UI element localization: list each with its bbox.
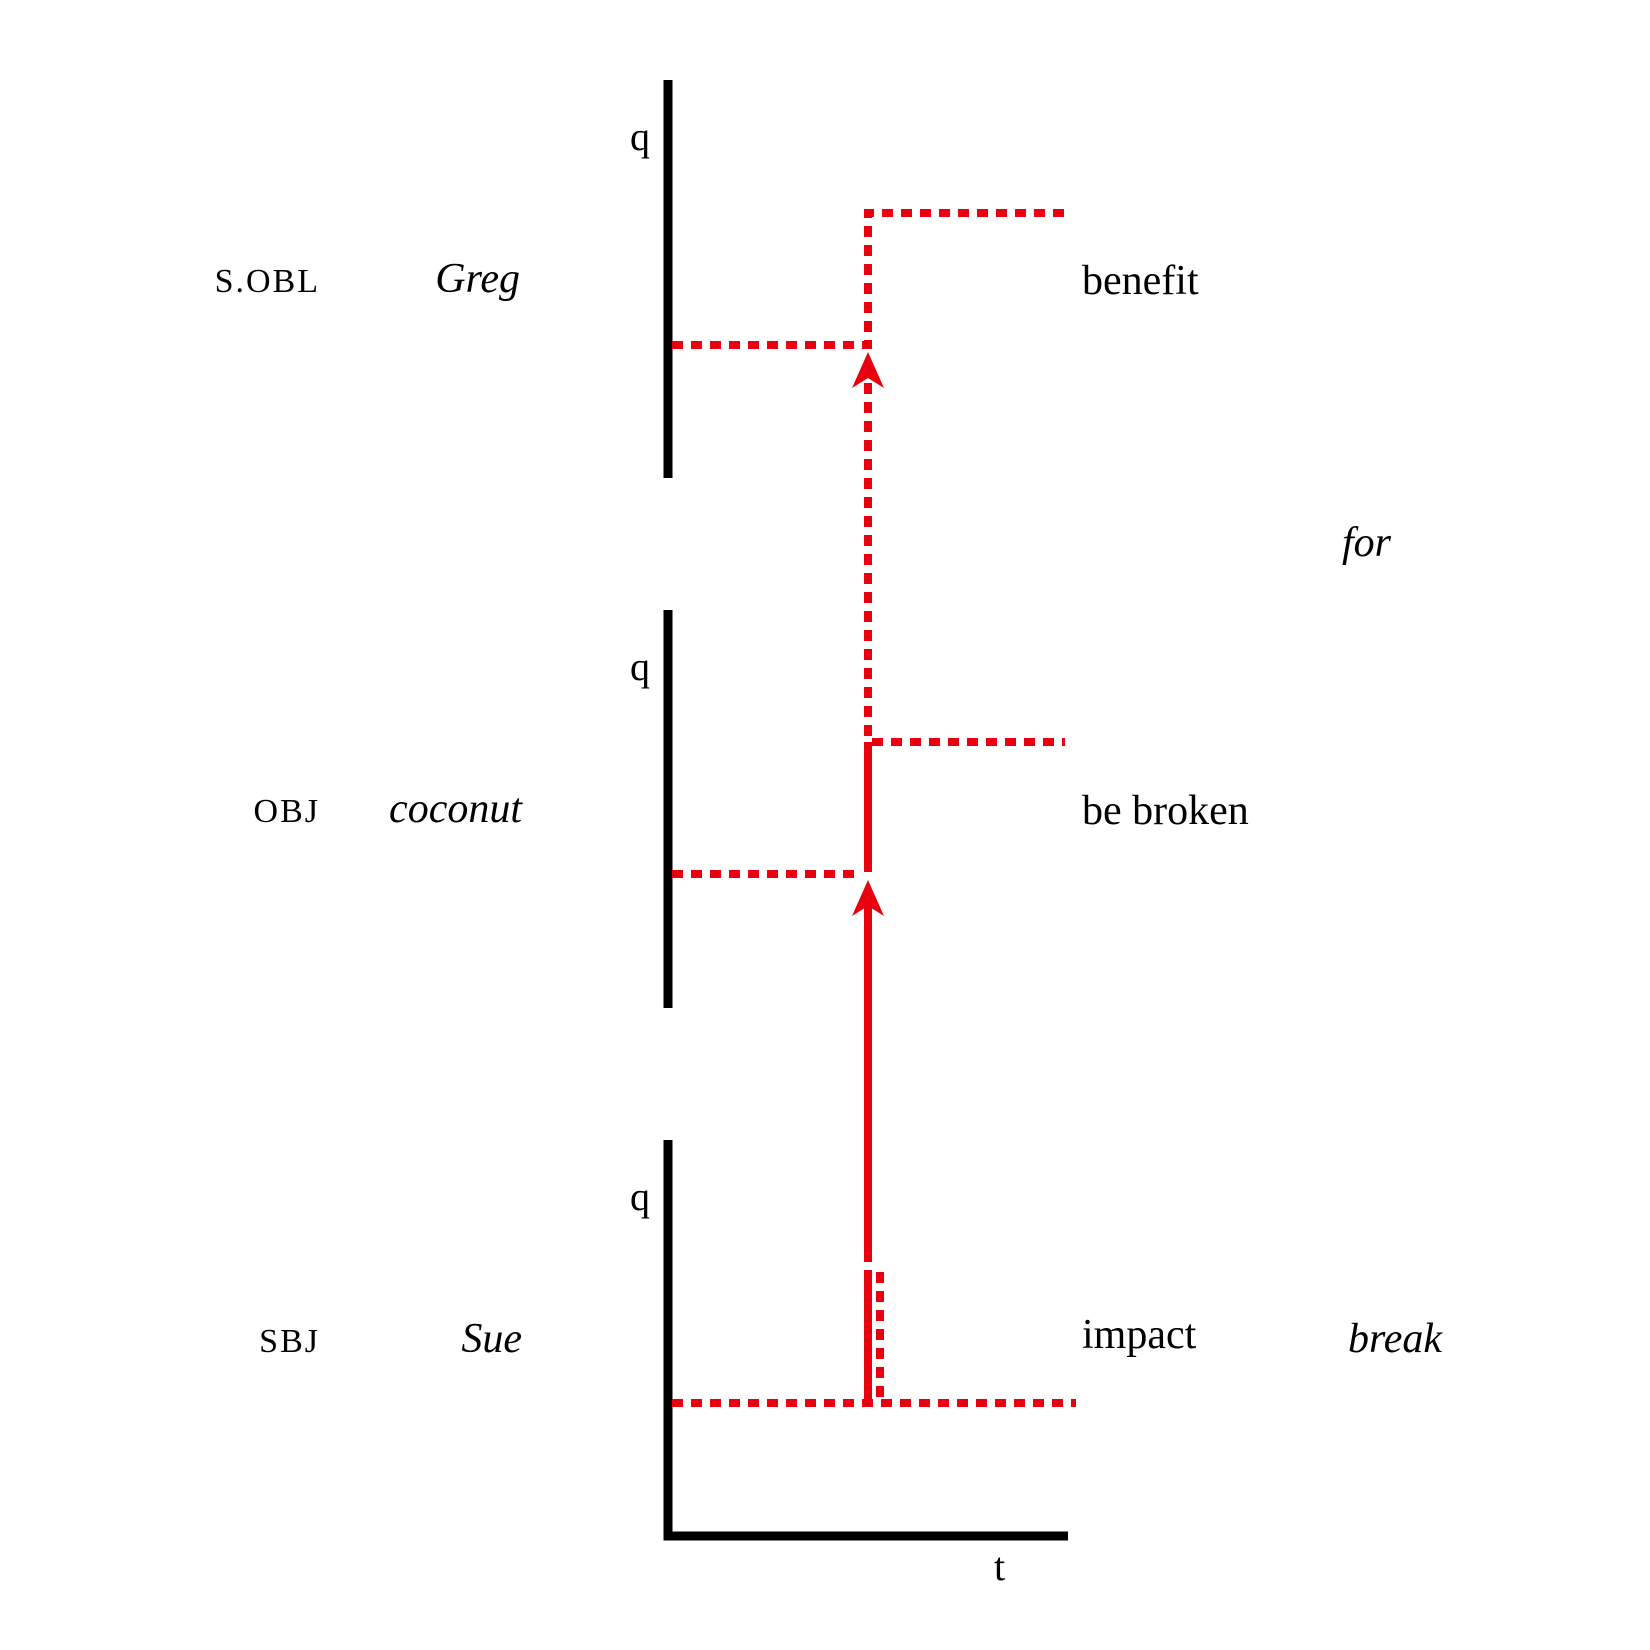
q-label-middle: q <box>630 644 650 689</box>
q-t-axes-bottom <box>663 1140 1068 1541</box>
verb-for: for <box>1342 520 1392 566</box>
causal-links <box>852 352 884 1262</box>
arrow-impact-to-broken-head <box>852 880 884 916</box>
role-label-sbj: SBJ <box>259 1323 320 1360</box>
panel-sbj: q t SBJ Sue impact <box>259 1140 1197 1589</box>
argument-sue: Sue <box>461 1316 522 1362</box>
panel-sobl: q S.OBL Greg benefit <box>215 80 1199 478</box>
q-label-top: q <box>630 114 650 159</box>
predicate-benefit: benefit <box>1082 258 1199 304</box>
argument-greg: Greg <box>435 256 520 302</box>
predicate-be-broken: be broken <box>1082 788 1249 834</box>
panel-obj: q OBJ coconut be broken <box>254 610 1249 1008</box>
benefit-step-line <box>672 209 1065 349</box>
predicate-impact: impact <box>1082 1312 1197 1358</box>
argument-coconut: coconut <box>389 786 523 832</box>
role-label-sobl: S.OBL <box>215 263 320 300</box>
role-label-obj: OBJ <box>254 793 320 830</box>
q-label-bottom: q <box>630 1174 650 1219</box>
verb-break: break <box>1348 1316 1443 1362</box>
arrow-broken-to-benefit-head <box>852 352 884 388</box>
t-label: t <box>994 1544 1005 1589</box>
